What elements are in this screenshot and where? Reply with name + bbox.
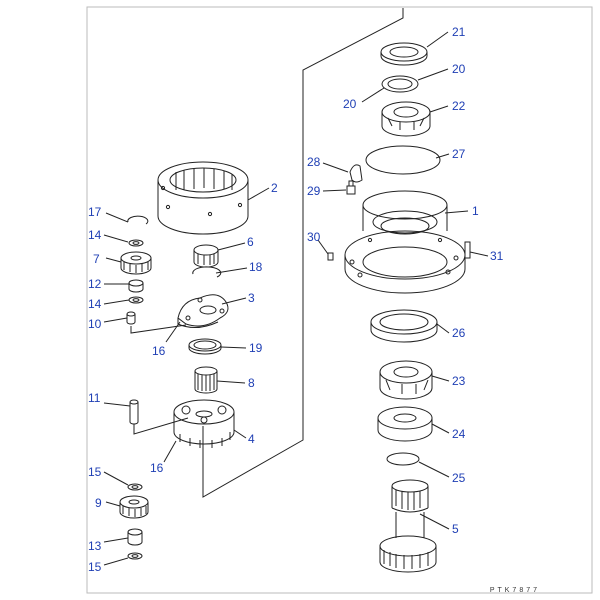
ring-20 [381,75,419,93]
part-label-17[interactable]: 17 [88,205,102,219]
part-label-24[interactable]: 24 [452,427,466,441]
part-label-26[interactable]: 26 [452,326,466,340]
reference-code: PTK7877 [489,587,540,594]
sun-gear-8 [194,366,218,394]
assembly-guide-line [202,8,404,498]
part-label-1[interactable]: 1 [472,204,479,218]
part-label-5[interactable]: 5 [452,522,459,536]
guide-pin-11 [133,417,189,435]
diagram-frame [86,6,593,594]
pin-10 [126,311,136,325]
part-label-27[interactable]: 27 [452,147,466,161]
part-label-14a[interactable]: 14 [88,228,102,242]
part-label-25[interactable]: 25 [452,471,466,485]
part-label-2[interactable]: 2 [271,181,278,195]
part-label-28[interactable]: 28 [307,155,321,169]
part-label-15a[interactable]: 15 [88,465,102,479]
needle-bearing-12 [128,279,144,293]
part-label-19[interactable]: 19 [249,341,263,355]
part-label-8[interactable]: 8 [248,376,255,390]
part-label-21[interactable]: 21 [452,25,466,39]
needle-bearing-13 [127,528,143,546]
seal-26 [370,309,438,343]
shaft-5 [379,479,437,573]
guide-pin-10 [130,324,187,334]
part-label-6[interactable]: 6 [247,235,254,249]
part-label-31[interactable]: 31 [490,249,504,263]
part-label-3[interactable]: 3 [248,291,255,305]
bearing-23 [379,360,433,400]
bearing-6 [193,244,219,268]
carrier-3 [177,294,229,328]
ring-gear-2 [157,161,249,235]
leader-lines [103,31,489,566]
part-label-7[interactable]: 7 [93,252,100,266]
part-label-15b[interactable]: 15 [88,560,102,574]
carrier-4 [173,399,235,448]
part-label-11[interactable]: 11 [88,391,101,405]
part-label-22[interactable]: 22 [452,99,466,113]
spacer-24 [377,406,433,442]
snap-ring-25 [386,452,420,466]
part-label-10[interactable]: 10 [88,317,102,331]
part-label-4[interactable]: 4 [248,432,255,446]
part-label-29[interactable]: 29 [307,184,321,198]
spacer-19 [188,338,222,355]
part-label-30[interactable]: 30 [307,230,321,244]
shaft-pin-11 [129,399,139,425]
ring-15b [127,552,143,560]
part-label-14b[interactable]: 14 [88,297,102,311]
part-label-23[interactable]: 23 [452,374,466,388]
snap-ring-18 [192,266,222,278]
ring-15a [127,483,143,491]
part-label-18[interactable]: 18 [249,260,263,274]
part-label-20b[interactable]: 20 [343,97,357,111]
part-label-20a[interactable]: 20 [452,62,466,76]
seal-21 [380,42,428,66]
part-label-16a[interactable]: 16 [152,344,166,358]
gear-9 [119,495,149,519]
plug-29 [346,180,356,195]
bolt-30 [327,252,334,261]
part-label-13[interactable]: 13 [88,539,102,553]
gear-7 [120,251,152,275]
washer-14a [128,239,144,247]
part-label-12[interactable]: 12 [88,277,102,291]
snap-ring-17 [127,215,149,225]
part-label-9[interactable]: 9 [95,496,102,510]
housing-1 [344,190,466,294]
breather-28 [349,164,363,183]
pin-31 [464,241,471,259]
washer-14b [128,296,144,304]
part-label-16b[interactable]: 16 [150,461,164,475]
o-ring-27 [365,145,441,175]
bearing-22 [381,101,431,137]
